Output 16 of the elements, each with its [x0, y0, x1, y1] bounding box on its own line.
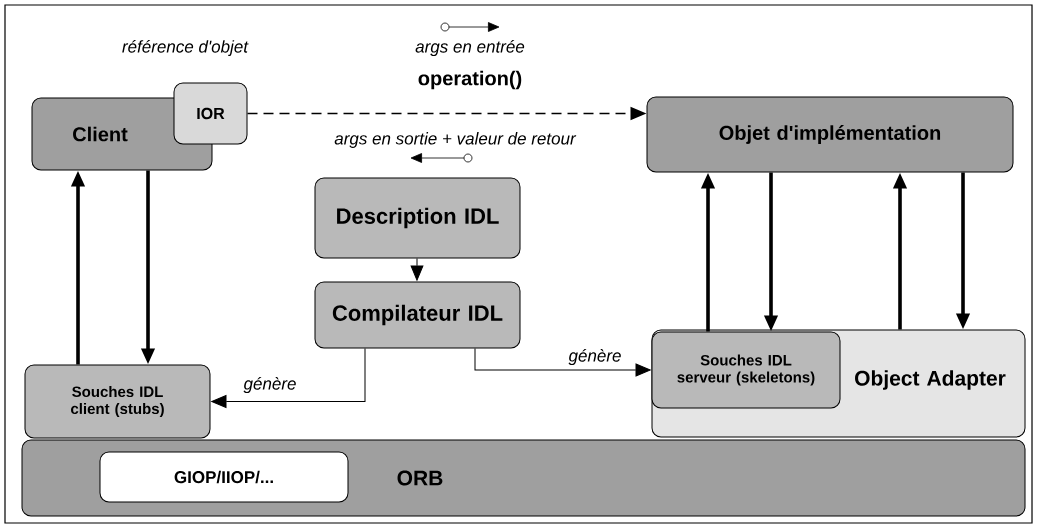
- edge-label: génère: [243, 376, 296, 394]
- process-box: Description IDL: [314, 177, 521, 259]
- edge-label: operation(): [418, 70, 522, 90]
- reference-box: IOR: [173, 82, 248, 145]
- arrow: [410, 258, 424, 281]
- arrow: [211, 348, 366, 408]
- arrow: [474, 348, 651, 377]
- object-box: Objet d'implémentation: [646, 96, 1014, 173]
- annotation-text: args en sortie + valeur de retour: [334, 132, 577, 148]
- process-box: Compilateur IDL: [314, 281, 521, 349]
- skeleton-box: Souches IDL serveur (skeletons): [651, 331, 841, 409]
- stub-box: Souches IDL client (stubs): [24, 364, 211, 439]
- annotation-text: args en entrée: [415, 40, 525, 57]
- caption-text: référence d'objet: [122, 40, 249, 57]
- edge-label: génère: [568, 348, 621, 366]
- protocol-box: GIOP/IIOP/...: [99, 451, 349, 503]
